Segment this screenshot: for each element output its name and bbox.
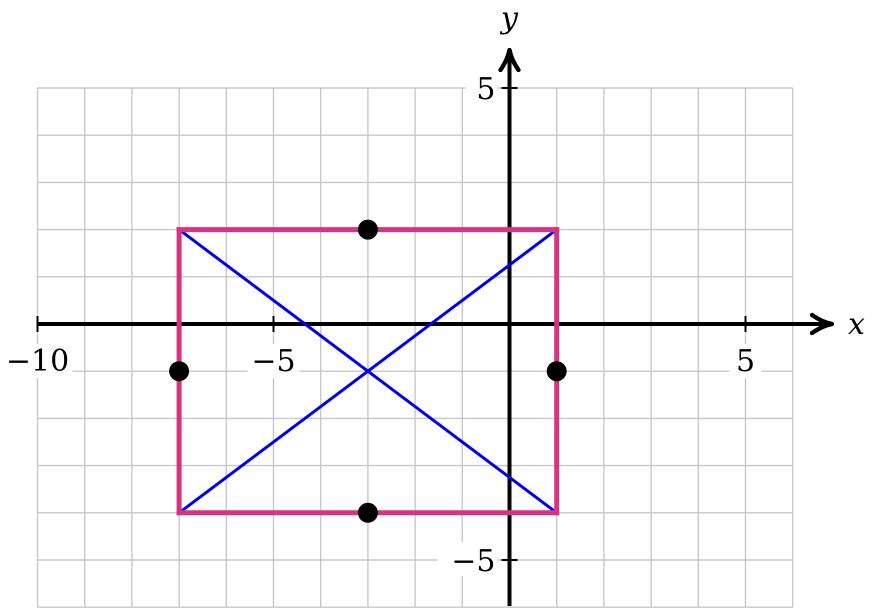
midpoint-dot [357,502,378,523]
y-tick-label-background [437,542,498,576]
x-tick-label: 5 [736,344,755,379]
axes [37,56,827,606]
y-tick-label-background [465,70,498,104]
x-axis-label: x [848,307,865,342]
grid [36,87,794,608]
x-tick-label: −10 [6,344,69,379]
x-tick-label: −5 [251,344,295,379]
ticks: −10 −5 5 5 −5 [2,70,762,579]
x-tick-label-background [729,344,762,378]
y-tick-label: −5 [451,544,495,579]
y-tick-label: 5 [476,72,495,107]
y-axis-label: y [499,1,519,36]
x-tick-label-background [247,344,300,378]
midpoint-dot [169,361,190,382]
diagonal-line [178,228,558,514]
data-points [169,219,567,523]
midpoint-dot [357,219,378,240]
axis-labels: x y [499,1,865,342]
midpoint-dot [546,361,567,382]
x-tick-label-background [2,344,73,378]
